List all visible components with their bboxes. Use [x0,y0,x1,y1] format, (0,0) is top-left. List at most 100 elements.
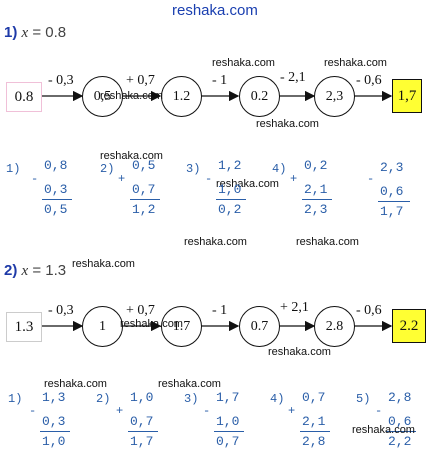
calc-result: 1,7 [380,204,404,219]
part2-circle-1: 1 [82,306,123,347]
part1-calc-2: + 0,5 0,7 1,2 [118,158,164,222]
calc-operand-b: 0,3 [44,182,68,197]
calc-sign: + [116,404,124,418]
site-watermark-top[interactable]: reshaka.com [172,2,258,19]
part2-calc-4: + 0,7 2,1 2,8 [288,390,334,454]
calc-operand-a: 2,3 [380,160,404,175]
part2-calc-3: - 1,7 1,0 0,7 [203,390,248,454]
calc-line [386,431,416,432]
part1-end-value: 1,7 [392,79,422,113]
part2-variable: x [21,263,29,279]
watermark: reshaka.com [256,118,319,130]
calc-line [40,431,70,432]
part1-op-5: - 0,6 [356,73,382,88]
calc-operand-b: 0,7 [132,182,156,197]
calc-operand-b: 0,3 [42,414,66,429]
calc-result: 2,8 [302,434,326,449]
watermark: reshaka.com [352,424,415,436]
calc-operand-b: 2,1 [304,182,328,197]
part1-circle-1: 0,5 [82,76,123,117]
part1-circle-2: 1.2 [161,76,202,117]
part1-circle-3: 0.2 [239,76,280,117]
watermark: reshaka.com [100,90,163,102]
calc-operand-b: 1,0 [218,182,242,197]
watermark: reshaka.com [324,57,387,69]
calc-operand-b: 0,6 [388,414,412,429]
calc-operand-a: 0,7 [302,390,326,405]
calc-line [216,199,246,200]
calc-result: 1,0 [42,434,66,449]
part2-op-3: - 1 [212,303,228,318]
watermark: reshaka.com [212,57,275,69]
part2-heading: 2) x = 1.3 [4,262,66,280]
calc-operand-a: 1,7 [216,390,240,405]
calc-operand-b: 0,7 [130,414,154,429]
calc-sign: - [205,172,213,186]
calc-operand-a: 1,3 [42,390,66,405]
calc-result: 2,3 [304,202,328,217]
calc-operand-b: 2,1 [302,414,326,429]
part1-calc-3: - 1,2 1,0 0,2 [205,158,250,222]
part1-calc-index-1: 1) [6,162,21,176]
watermark: reshaka.com [184,236,247,248]
part2-calc-index-5: 5) [356,392,371,406]
part1-equation: = 0.8 [28,24,67,41]
calc-operand-a: 0,8 [44,158,68,173]
calc-result: 1,7 [130,434,154,449]
calc-result: 0,5 [44,202,68,217]
part1-heading: 1) x = 0.8 [4,24,66,42]
part2-end-value: 2.2 [392,309,426,343]
part1-start-value: 0.8 [6,82,42,112]
part1-op-3: - 1 [212,73,228,88]
calc-line [300,431,330,432]
part2-circle-4: 2.8 [314,306,355,347]
part2-number: 2) [4,262,18,279]
part2-calc-index-1: 1) [8,392,23,406]
watermark: reshaka.com [268,346,331,358]
calc-operand-a: 0,2 [304,158,328,173]
part2-calc-2: + 1,0 0,7 1,7 [116,390,162,454]
calc-line [214,431,244,432]
calc-operand-a: 0,5 [132,158,156,173]
calc-sign: - [29,404,37,418]
part2-op-2: + 0,7 [126,303,155,318]
part2-circle-2: 1.7 [161,306,202,347]
calc-result: 0,7 [216,434,240,449]
calc-sign: + [118,172,126,186]
part1-calc-index-3: 3) [186,162,201,176]
part2-calc-index-4: 4) [270,392,285,406]
part2-calc-5: - 2,8 0,6 2,2 [375,390,420,454]
watermark: reshaka.com [158,378,221,390]
calc-result: 1,2 [132,202,156,217]
calc-line [42,199,72,200]
part1-circle-4: 2,3 [314,76,355,117]
calc-sign: + [288,404,296,418]
calc-operand-a: 1,0 [130,390,154,405]
calc-sign: + [290,172,298,186]
part2-op-5: - 0,6 [356,303,382,318]
watermark: reshaka.com [216,178,279,190]
calc-line [302,199,332,200]
calc-operand-a: 1,2 [218,158,242,173]
part2-equation: = 1.3 [28,262,67,279]
calc-sign: - [367,172,375,186]
part2-calc-index-3: 3) [184,392,199,406]
part2-start-value: 1.3 [6,312,42,342]
calc-sign: - [375,404,383,418]
calc-result: 0,2 [218,202,242,217]
part1-op-4: - 2,1 [280,70,306,85]
part2-calc-index-2: 2) [96,392,111,406]
part2-op-1: - 0,3 [48,303,74,318]
calc-line [128,431,158,432]
watermark: reshaka.com [120,318,183,330]
part1-calc-1: - 0,8 0,3 0,5 [31,158,76,222]
part1-calc-index-2: 2) [100,162,115,176]
calc-operand-b: 0,6 [380,184,404,199]
part1-calc-5: - 2,3 0,6 1,7 [367,158,416,224]
part1-op-1: - 0,3 [48,73,74,88]
calc-sign: - [31,172,39,186]
part2-circle-3: 0.7 [239,306,280,347]
part1-number: 1) [4,24,18,41]
calc-sign: - [203,404,211,418]
part1-op-2: + 0,7 [126,73,155,88]
